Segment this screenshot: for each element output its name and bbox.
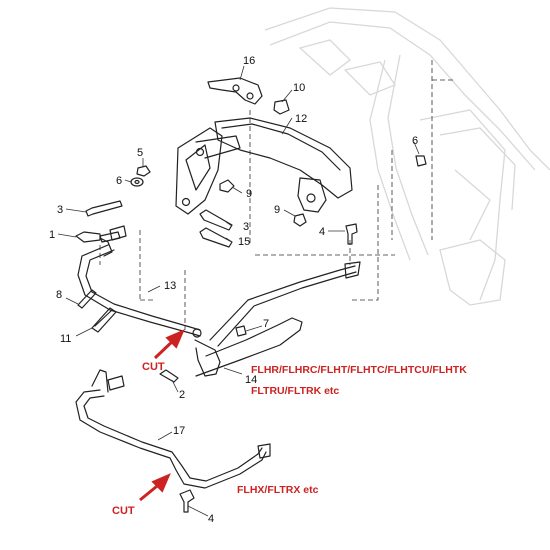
- label-11: 11: [60, 333, 71, 345]
- label-8: 8: [56, 289, 62, 301]
- label-2: 2: [179, 389, 185, 401]
- part-4-bolt-lower: [179, 489, 195, 513]
- part-1-bolt: [75, 231, 101, 243]
- part-2-bolt: [159, 369, 179, 383]
- part-16-bracket: [207, 77, 263, 105]
- part-7-nut: [235, 325, 247, 337]
- cut-arrows: [139, 329, 185, 502]
- label-12: 12: [295, 113, 307, 125]
- part-4-bolt-upper: [345, 223, 358, 245]
- label-9-b: 9: [274, 204, 280, 216]
- label-17: 17: [173, 425, 185, 437]
- label-4-upper: 4: [319, 226, 325, 238]
- label-15: 15: [238, 236, 250, 248]
- part-13-guard: [77, 225, 202, 338]
- part-9-nut-a: [219, 179, 235, 193]
- label-5: 5: [137, 147, 143, 159]
- part-14-rail: [194, 261, 361, 377]
- label-4-lower: 4: [208, 513, 214, 525]
- label-6-right: 6: [412, 135, 418, 147]
- model-list-upper-line2: FLTRU/FLTRK etc: [251, 385, 339, 397]
- part-17-guard: [75, 369, 271, 489]
- part-8-pin: [77, 289, 97, 309]
- part-3-bolt-upper: [85, 200, 123, 217]
- part-3-bolt-lower: [199, 209, 233, 231]
- part-5-nut: [136, 165, 151, 177]
- left-bracket-plate: [175, 127, 241, 215]
- part-10-clip: [273, 99, 290, 115]
- label-9-a: 9: [246, 188, 252, 200]
- label-3-lower: 3: [243, 221, 249, 233]
- model-list-lower: FLHX/FLTRX etc: [237, 484, 319, 496]
- part-labels: 16 10 12 5 6 9 3 9 3 4 1 15 6 13 8 7 11 …: [49, 55, 418, 525]
- model-list-upper-line1: FLHR/FLHRC/FLHT/FLHTC/FLHTCU/FLHTK: [251, 364, 467, 376]
- cut-label-lower: CUT: [112, 505, 135, 517]
- part-15-bolt: [199, 227, 233, 248]
- cut-label-upper: CUT: [142, 361, 165, 373]
- label-7: 7: [263, 318, 269, 330]
- label-6-left: 6: [116, 175, 122, 187]
- part-11-strip: [91, 307, 117, 333]
- fasteners: [75, 155, 427, 513]
- label-3-upper: 3: [57, 204, 63, 216]
- label-13: 13: [164, 280, 176, 292]
- label-14: 14: [245, 374, 257, 386]
- leader-lines: [57, 65, 420, 517]
- part-6-washer: [130, 177, 144, 187]
- label-10: 10: [293, 82, 305, 94]
- label-16: 16: [243, 55, 255, 67]
- label-1: 1: [49, 229, 55, 241]
- frame-outline: [264, 7, 550, 306]
- annotations: FLHR/FLHRC/FLHT/FLHTC/FLHTCU/FLHTK FLTRU…: [112, 361, 467, 517]
- part-12-rail: [214, 117, 353, 213]
- part-6-nut-right: [415, 155, 427, 167]
- part-9-nut-b: [293, 213, 307, 227]
